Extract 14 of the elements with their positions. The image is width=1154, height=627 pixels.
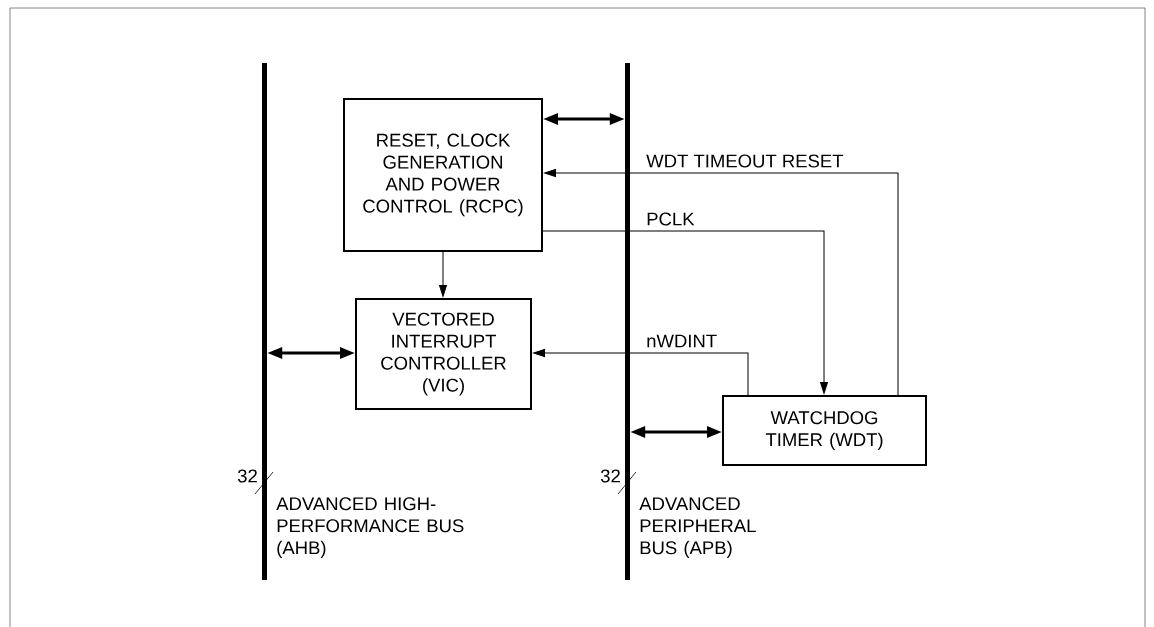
edge-label: PCLK bbox=[645, 211, 696, 227]
signal-arrow bbox=[544, 169, 899, 396]
bus-label: ADVANCED PERIPHERAL BUS (APB) bbox=[639, 497, 756, 558]
block-box: VECTORED INTERRUPT CONTROLLER (VIC) bbox=[355, 298, 532, 410]
signal-arrow bbox=[533, 349, 749, 396]
signal-arrow bbox=[439, 251, 447, 297]
signal-arrow bbox=[542, 230, 828, 394]
bus-width-label: 32 bbox=[237, 469, 257, 483]
edge-label: nWDINT bbox=[645, 333, 719, 349]
edge-label: WDT TIMEOUT RESET bbox=[645, 153, 845, 169]
bus-label: ADVANCED HIGH-PERFORMANCE BUS (AHB) bbox=[276, 497, 464, 558]
block-box: WATCHDOG TIMER (WDT) bbox=[722, 395, 927, 466]
bus-width-label: 32 bbox=[600, 469, 620, 483]
block-box: RESET, CLOCK GENERATION AND POWER CONTROL (RCPC) bbox=[343, 98, 543, 252]
